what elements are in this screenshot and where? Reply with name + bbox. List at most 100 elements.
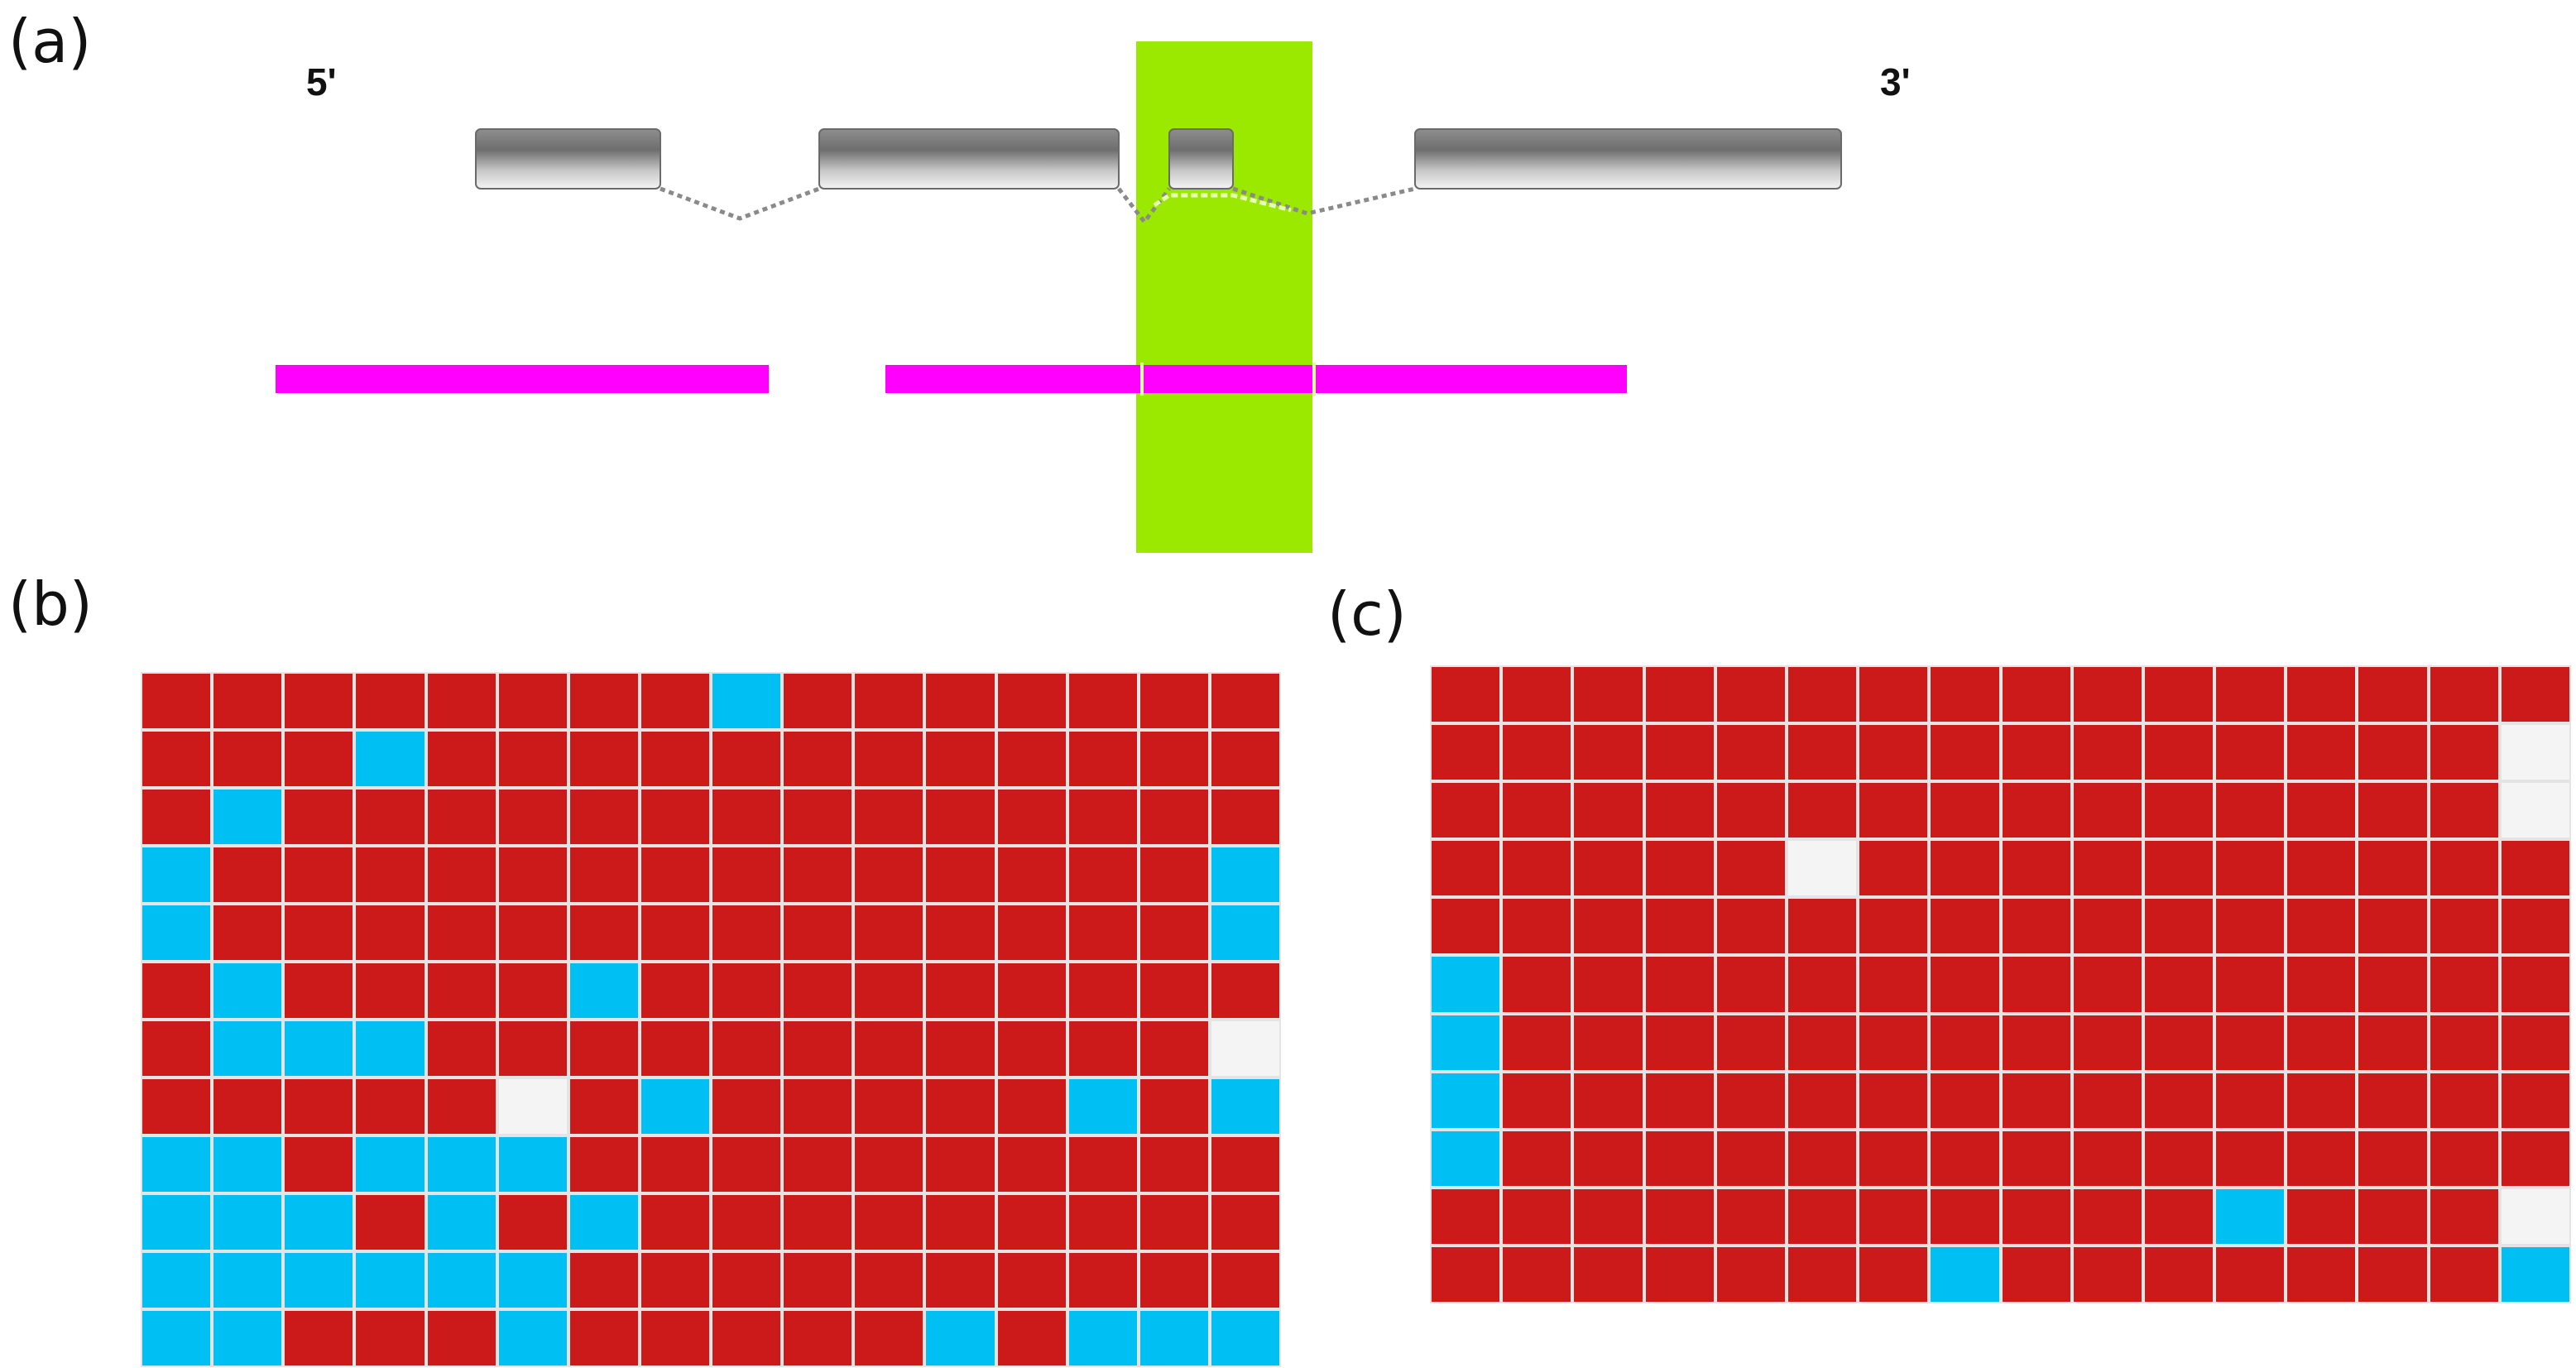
grid-c-cell-red (2000, 665, 2072, 724)
grid-c-cell-red (2428, 1187, 2500, 1246)
grid-c-cell-red (2286, 781, 2358, 840)
grid-c-cell-red (1786, 723, 1859, 782)
grid-b-cell-red (354, 1193, 426, 1251)
grid-b-cell-red (1138, 1135, 1210, 1193)
grid-c-cell-red (1572, 723, 1644, 782)
grid-c-cell-red (1786, 1071, 1859, 1130)
grid-c-cell-red (2428, 781, 2500, 840)
grid-c-cell-red (2286, 1013, 2358, 1072)
grid-c-cell-red (2428, 665, 2500, 724)
grid-b-cell-red (568, 1251, 640, 1309)
grid-b-cell-blue (1138, 1309, 1210, 1367)
grid-b-cell-red (639, 1020, 711, 1078)
grid-b-cell-red (141, 1078, 213, 1135)
grid-b-cell-red (1067, 846, 1139, 904)
grid-c-cell-red (2071, 781, 2143, 840)
grid-c-cell-red (1572, 839, 1644, 898)
grid-b-cell-red (568, 904, 640, 962)
grid-b-cell-blue (354, 1020, 426, 1078)
grid-c-cell-red (2071, 1071, 2143, 1130)
grid-b-cell-red (568, 1135, 640, 1193)
grid-c-cell-blue (2499, 1245, 2571, 1303)
grid-c-cell-red (1858, 1013, 1930, 1072)
grid-b-cell-red (782, 788, 854, 846)
grid-c-cell-red (2071, 1129, 2143, 1188)
grid-b-cell-red (496, 1020, 568, 1078)
grid-b-cell-red (1209, 1251, 1281, 1309)
grid-c-cell-red (2071, 1013, 2143, 1072)
grid-c-cell-red (2499, 1071, 2571, 1130)
exon-4 (1414, 128, 1842, 190)
grid-b-cell-red (995, 1020, 1067, 1078)
grid-c-cell-red (1501, 955, 1573, 1014)
grid-b-cell-red (568, 1020, 640, 1078)
grid-b-cell-red (924, 962, 996, 1020)
grid-b (141, 672, 1281, 1367)
grid-c-cell-red (1572, 1129, 1644, 1188)
grid-b-cell-red (141, 730, 213, 788)
grid-b-cell-red (711, 846, 783, 904)
grid-c-cell-red (1501, 781, 1573, 840)
grid-c-cell-red (2357, 723, 2429, 782)
grid-b-cell-red (1138, 1020, 1210, 1078)
grid-b-cell-red (283, 1309, 355, 1367)
grid-c-cell-red (1786, 955, 1859, 1014)
grid-c-cell-red (1572, 1071, 1644, 1130)
grid-c-cell-red (2142, 1013, 2215, 1072)
grid-b-cell-red (711, 962, 783, 1020)
grid-c-cell-red (2142, 723, 2215, 782)
grid-b-cell-red (924, 904, 996, 962)
grid-b-cell-red (1067, 730, 1139, 788)
grid-b-cell-blue (711, 672, 783, 730)
grid-b-cell-red (711, 1251, 783, 1309)
grid-c-cell-red (2357, 781, 2429, 840)
grid-b-cell-blue (141, 846, 213, 904)
grid-b-cell-red (782, 962, 854, 1020)
exon-3 (1168, 128, 1234, 190)
highlight-region (1136, 41, 1312, 553)
grid-c-cell-red (2286, 1129, 2358, 1188)
grid-b-cell-red (639, 1309, 711, 1367)
grid-b-cell-blue (212, 1135, 284, 1193)
grid-c-cell-blue (1430, 1071, 1502, 1130)
grid-b-cell-red (782, 904, 854, 962)
grid-b-cell-blue (141, 1309, 213, 1367)
grid-b-cell-blue (283, 1251, 355, 1309)
grid-c-cell-red (2000, 955, 2072, 1014)
grid-c-cell-red (1786, 1187, 1859, 1246)
grid-c-cell-red (1858, 1187, 1930, 1246)
grid-b-cell-red (782, 672, 854, 730)
grid-c-cell-red (1858, 955, 1930, 1014)
grid-c-cell-red (1715, 1071, 1787, 1130)
grid-b-cell-red (1067, 788, 1139, 846)
grid-b-cell-red (568, 846, 640, 904)
grid-c-cell-red (1643, 955, 1715, 1014)
grid-c-cell-red (2499, 839, 2571, 898)
grid-c-cell-red (1572, 665, 1644, 724)
grid-b-cell-red (853, 1020, 925, 1078)
grid-c-cell-red (2357, 955, 2429, 1014)
grid-b-cell-red (283, 730, 355, 788)
grid-c-cell-red (2071, 1245, 2143, 1303)
grid-b-cell-red (995, 1309, 1067, 1367)
grid-c-cell-red (1858, 1245, 1930, 1303)
grid-b-cell-red (283, 846, 355, 904)
grid-b-cell-red (639, 672, 711, 730)
grid-c-cell-red (2000, 781, 2072, 840)
grid-c-cell-red (1858, 723, 1930, 782)
grid-c-cell-red (1715, 781, 1787, 840)
grid-b-cell-red (425, 1309, 497, 1367)
grid-b-cell-blue (283, 1193, 355, 1251)
grid-c-cell-red (2142, 839, 2215, 898)
grid-b-cell-red (1138, 1078, 1210, 1135)
grid-c-cell-red (1501, 1245, 1573, 1303)
grid-b-cell-red (1067, 904, 1139, 962)
grid-b-cell-red (141, 672, 213, 730)
grid-c-cell-red (2428, 723, 2500, 782)
grid-b-cell-red (354, 1309, 426, 1367)
grid-c-cell-red (1430, 665, 1502, 724)
grid-c-cell-red (1715, 1129, 1787, 1188)
grid-b-cell-red (141, 1020, 213, 1078)
grid-c-cell-red (1643, 723, 1715, 782)
grid-b-cell-red (782, 1020, 854, 1078)
